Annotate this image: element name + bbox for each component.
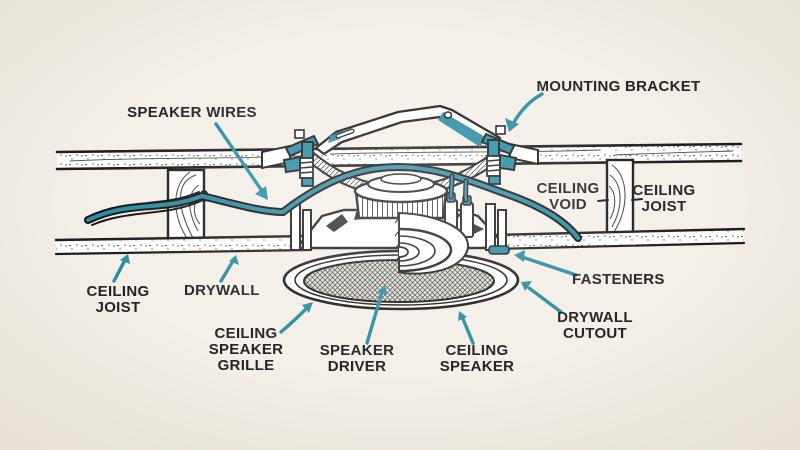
speaker-wires-cable	[84, 162, 582, 242]
bracket-clamp-right	[480, 125, 518, 185]
label-line: VOID	[549, 196, 587, 213]
drywall-cutout-arrow-icon	[521, 281, 563, 314]
right-joist	[605, 158, 635, 238]
label-line: CEILING	[86, 283, 150, 300]
label-line: DRIVER	[327, 358, 387, 375]
label-line: SPEAKER	[208, 341, 284, 358]
speaker-wires-arrow-icon	[214, 122, 268, 200]
label-line: CEILING	[445, 342, 509, 359]
label-line: GRILLE	[217, 357, 275, 374]
speaker-magnet	[353, 173, 449, 220]
bracket-clamp-left	[282, 129, 320, 187]
label-ceiling-joist-left: CEILING JOIST	[78, 284, 158, 316]
speaker-grille	[282, 249, 520, 311]
label-ceiling-speaker: CEILING SPEAKER	[437, 343, 517, 375]
label-line: CEILING	[214, 325, 278, 342]
label-drywall-cutout: DRYWALL CUTOUT	[555, 310, 635, 342]
mounting-bracket-arrow-icon	[505, 92, 544, 132]
speaker-driver-arrow-icon	[365, 285, 387, 345]
label-speaker-wires: SPEAKER WIRES	[112, 105, 272, 121]
label-ceiling-speaker-grille: CEILING SPEAKER GRILLE	[206, 326, 286, 374]
speaker-cone-cutaway	[394, 211, 469, 275]
label-line: JOIST	[95, 299, 141, 316]
fasteners-arrow-icon	[514, 250, 578, 277]
label-line: FASTENERS	[572, 271, 665, 288]
label-line: DRYWALL	[557, 309, 633, 326]
ceiling-joist-left-arrow-icon	[112, 254, 130, 283]
fastener-clip	[488, 245, 510, 255]
label-line: CUTOUT	[562, 325, 628, 342]
mounting-bracket-assembly	[261, 104, 539, 187]
label-line: JOIST	[641, 198, 687, 215]
ceiling-void-connector	[597, 199, 609, 202]
label-mounting-bracket: MOUNTING BRACKET	[536, 79, 701, 95]
ceiling-joist-right-connector	[631, 198, 643, 201]
label-fasteners: FASTENERS	[572, 271, 665, 288]
label-line: DRYWALL	[184, 282, 260, 299]
ceiling-speaker-arrow-icon	[458, 311, 475, 345]
label-line: CEILING	[632, 182, 696, 199]
ceiling-speaker-grille-arrow-icon	[279, 302, 313, 334]
label-line: CEILING	[536, 180, 600, 197]
label-drywall: DRYWALL	[184, 283, 259, 299]
drywall-arrow-icon	[219, 255, 239, 283]
drywall-right	[490, 227, 746, 251]
drywall-left	[54, 234, 312, 256]
label-speaker-driver: SPEAKER DRIVER	[317, 343, 397, 375]
label-line: SPEAKER WIRES	[127, 104, 257, 121]
label-ceiling-void: CEILING VOID	[528, 181, 608, 213]
label-ceiling-joist-right: CEILING JOIST	[624, 183, 704, 215]
label-line: SPEAKER	[319, 342, 395, 359]
label-line: SPEAKER	[439, 358, 515, 375]
label-line: MOUNTING BRACKET	[536, 78, 701, 95]
basket-vent	[326, 214, 348, 232]
ceiling-structure	[54, 142, 746, 256]
